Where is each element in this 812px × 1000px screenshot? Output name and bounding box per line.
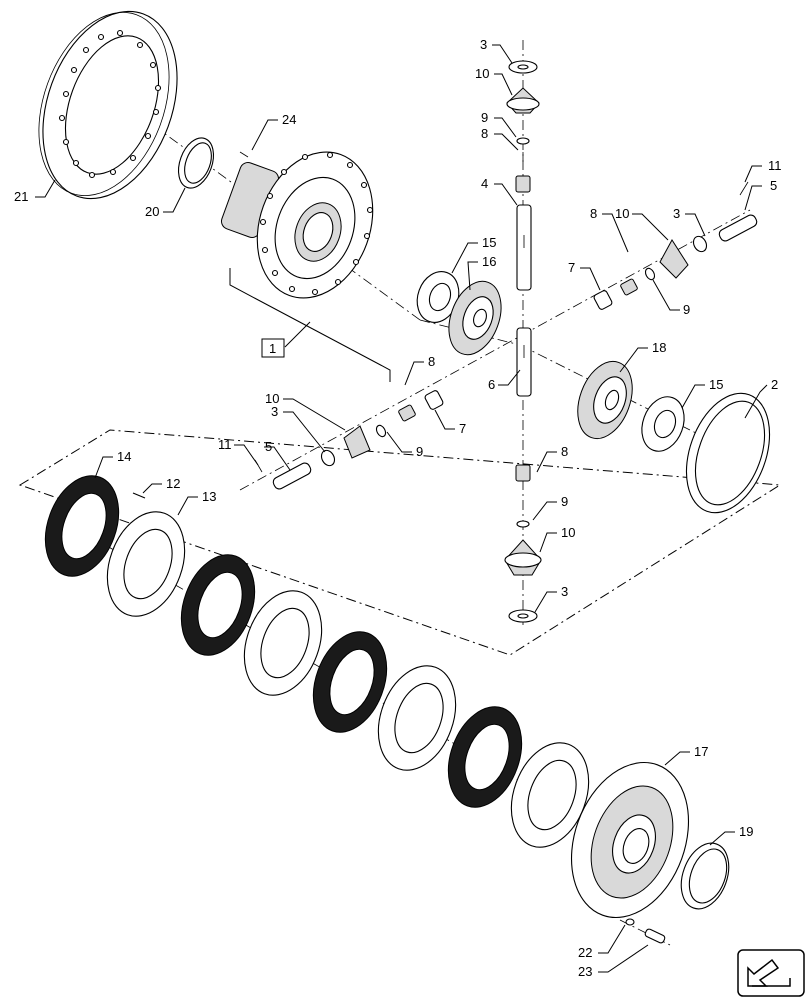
callout-4: 4 bbox=[481, 176, 488, 191]
callout-1: 1 bbox=[269, 341, 276, 356]
callout-3: 3 bbox=[561, 584, 568, 599]
callout-2: 2 bbox=[771, 377, 778, 392]
thrust-washer-lower-part bbox=[641, 396, 685, 452]
friction-disc bbox=[180, 554, 256, 656]
friction-disc bbox=[44, 475, 120, 577]
callout-12: 12 bbox=[166, 476, 180, 491]
callout-14: 14 bbox=[117, 449, 131, 464]
pressure-plate-part bbox=[570, 761, 690, 919]
callout-11: 11 bbox=[218, 437, 232, 452]
steel-disc bbox=[106, 511, 186, 617]
callout-9: 9 bbox=[683, 302, 690, 317]
callout-21: 21 bbox=[14, 189, 28, 204]
callout-20: 20 bbox=[145, 204, 159, 219]
pinion-shaft-part bbox=[516, 204, 532, 397]
steel-disc bbox=[510, 742, 590, 848]
callout-8: 8 bbox=[561, 444, 568, 459]
callout-22: 22 bbox=[578, 945, 592, 960]
steel-disc bbox=[243, 590, 323, 696]
left-pinion-stack bbox=[254, 390, 444, 490]
callout-9: 9 bbox=[561, 494, 568, 509]
callout-19: 19 bbox=[739, 824, 753, 839]
friction-disc bbox=[447, 706, 523, 808]
dowel-pin-part bbox=[132, 492, 146, 499]
callout-1-box: 1 bbox=[261, 338, 285, 358]
side-gear-part bbox=[448, 280, 502, 356]
pin-part bbox=[239, 151, 249, 158]
callout-7: 7 bbox=[568, 260, 575, 275]
callout-labels: 21 20 24 3 10 9 8 4 11 5 8 10 3 15 16 7 … bbox=[14, 37, 782, 979]
bolt-part bbox=[625, 918, 666, 944]
callout-8: 8 bbox=[590, 206, 597, 221]
arrow-nav-icon[interactable] bbox=[737, 949, 805, 997]
callout-3: 3 bbox=[271, 404, 278, 419]
callout-23: 23 bbox=[578, 964, 592, 979]
clutch-disc-pack bbox=[44, 475, 590, 848]
bearing-ring-part bbox=[177, 137, 215, 189]
large-ring-part bbox=[685, 392, 771, 514]
callout-18: 18 bbox=[652, 340, 666, 355]
callout-5: 5 bbox=[770, 178, 777, 193]
thrust-washer-part bbox=[416, 271, 460, 323]
callout-16: 16 bbox=[482, 254, 496, 269]
right-pinion-stack bbox=[593, 181, 758, 310]
callout-10: 10 bbox=[561, 525, 575, 540]
bottom-pinion-stack bbox=[504, 464, 542, 623]
callout-15: 15 bbox=[482, 235, 496, 250]
clutch-pack-frame bbox=[18, 429, 782, 656]
callout-24: 24 bbox=[282, 112, 296, 127]
leader-lines bbox=[35, 44, 768, 973]
callout-9: 9 bbox=[481, 110, 488, 125]
callout-3: 3 bbox=[480, 37, 487, 52]
callout-3: 3 bbox=[673, 206, 680, 221]
differential-housing-part bbox=[220, 151, 374, 299]
callout-6: 6 bbox=[488, 377, 495, 392]
callout-11: 11 bbox=[768, 158, 782, 173]
callout-9: 9 bbox=[416, 444, 423, 459]
steel-disc bbox=[377, 665, 457, 771]
callout-15: 15 bbox=[709, 377, 723, 392]
ring-gear-part bbox=[38, 10, 178, 200]
callout-17: 17 bbox=[694, 744, 708, 759]
top-pinion-stack bbox=[506, 60, 540, 193]
callout-13: 13 bbox=[202, 489, 216, 504]
callout-7: 7 bbox=[459, 421, 466, 436]
side-gear-lower-part bbox=[577, 360, 633, 440]
bearing-ring-lower-part bbox=[680, 842, 730, 910]
callout-8: 8 bbox=[481, 126, 488, 141]
callout-5: 5 bbox=[265, 439, 272, 454]
friction-disc bbox=[312, 631, 388, 733]
callout-10: 10 bbox=[475, 66, 489, 81]
callout-8: 8 bbox=[428, 354, 435, 369]
group-bracket bbox=[229, 268, 391, 382]
callout-10: 10 bbox=[265, 391, 279, 406]
callout-10: 10 bbox=[615, 206, 629, 221]
